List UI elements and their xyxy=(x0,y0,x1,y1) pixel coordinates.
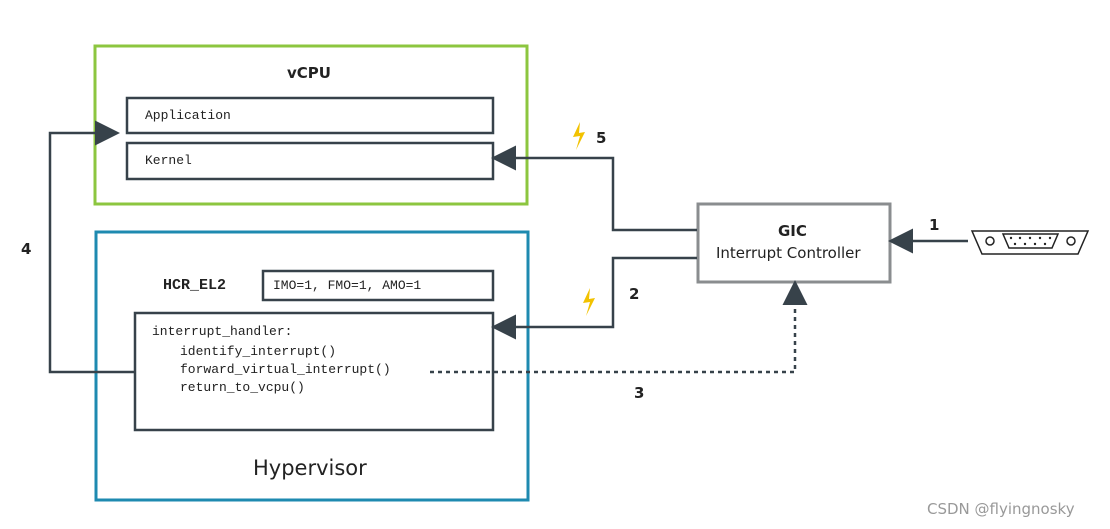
gic-subtitle: Interrupt Controller xyxy=(716,244,861,262)
application-box xyxy=(125,96,495,135)
lightning-icon xyxy=(573,122,585,150)
gic-box xyxy=(696,202,892,284)
kernel-label: Kernel xyxy=(145,153,192,168)
gic-title: GIC xyxy=(778,222,807,240)
register-value: IMO=1, FMO=1, AMO=1 xyxy=(273,278,422,293)
lightning-icon xyxy=(583,288,595,316)
hypervisor-title: Hypervisor xyxy=(253,456,367,480)
step-5-label: 5 xyxy=(596,129,607,147)
application-label: Application xyxy=(145,108,231,123)
step-2-label: 2 xyxy=(629,285,640,303)
register-value-box xyxy=(261,269,495,302)
arrow-4 xyxy=(48,120,135,374)
hypervisor-box xyxy=(94,230,530,502)
arrow-2 xyxy=(491,256,697,340)
serial-connector-icon xyxy=(970,230,1090,255)
register-name: HCR_EL2 xyxy=(163,277,227,294)
code-line: identify_interrupt() xyxy=(180,344,337,359)
vcpu-title: vCPU xyxy=(287,64,331,82)
code-line: interrupt_handler: xyxy=(152,324,293,339)
step-1-label: 1 xyxy=(929,216,940,234)
watermark: CSDN @flyingnosky xyxy=(927,500,1075,518)
arrow-3 xyxy=(430,280,808,374)
step-4-label: 4 xyxy=(21,240,32,258)
arrow-5 xyxy=(491,145,697,232)
step-3-label: 3 xyxy=(634,384,645,402)
code-line: return_to_vcpu() xyxy=(180,380,305,395)
code-line: forward_virtual_interrupt() xyxy=(180,362,391,377)
